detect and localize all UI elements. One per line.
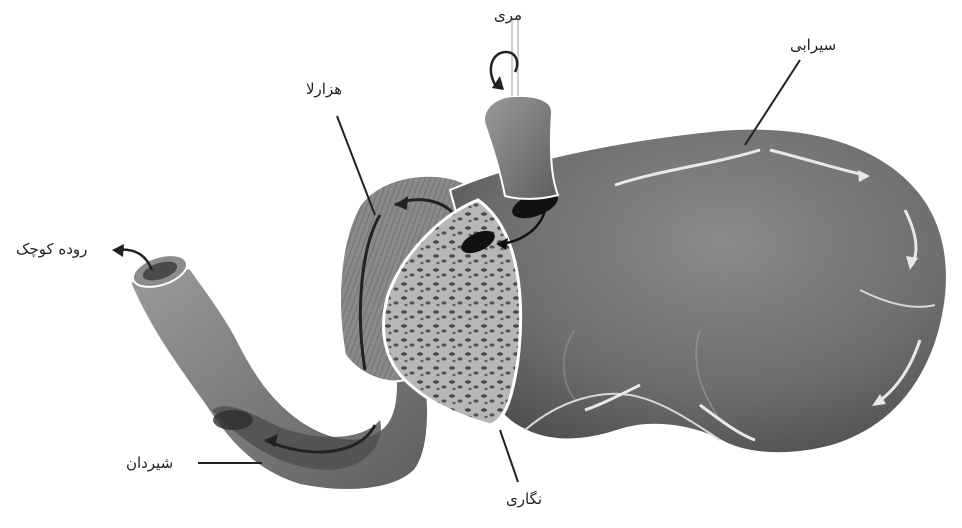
label-abomasum: شیردان xyxy=(126,454,173,472)
label-small-intestine: روده کوچک xyxy=(16,240,87,258)
label-esophagus: مری xyxy=(494,6,522,24)
label-reticulum: نگاری xyxy=(506,490,542,508)
label-rumen: سیرابی xyxy=(790,36,836,54)
esophagus-tube xyxy=(484,20,558,199)
label-omasum: هزارلا xyxy=(306,80,342,98)
